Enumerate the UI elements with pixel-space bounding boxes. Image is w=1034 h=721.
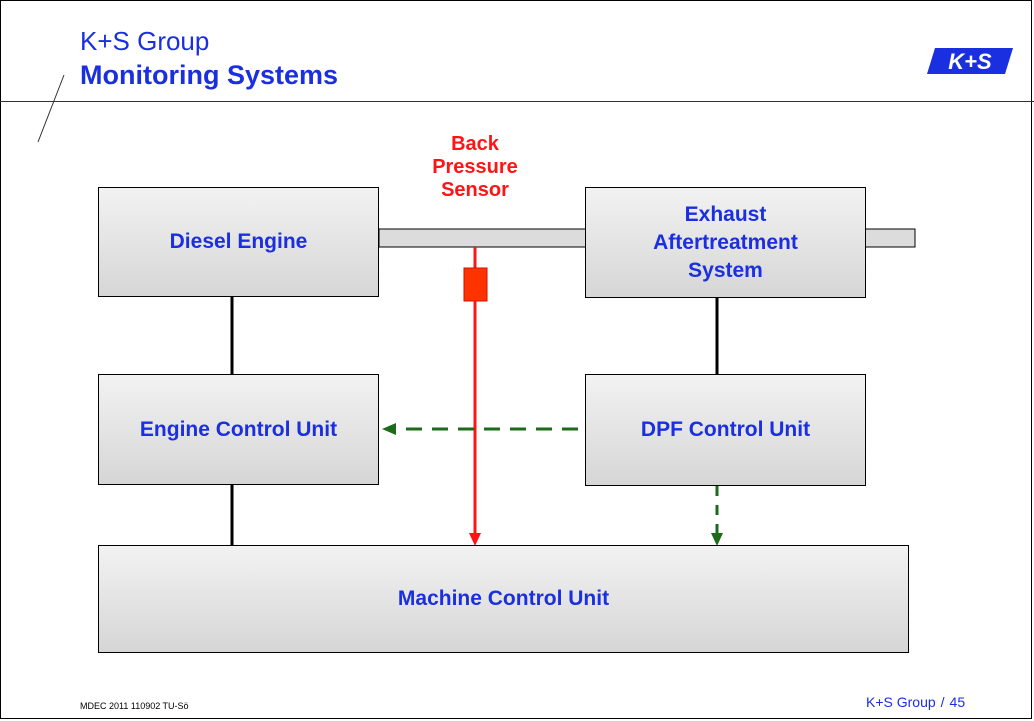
- company-heading: K+S Group: [80, 26, 210, 56]
- header-divider: [0, 101, 1034, 102]
- dpf-to-mcu-arrowhead: [711, 533, 723, 546]
- exhaust-aftertreatment-box: Exhaust Aftertreatment System: [585, 187, 866, 298]
- back-pressure-sensor: [463, 267, 488, 302]
- footer-company: K+S Group: [866, 694, 936, 710]
- svg-text:K+S: K+S: [948, 49, 992, 74]
- back-pressure-sensor-label: Back Pressure Sensor: [432, 133, 518, 201]
- exhaust-pipe-inlet: [378, 228, 587, 248]
- footer-reference: MDEC 2011 110902 TU-Sö: [80, 701, 189, 711]
- exhaust-pipe-outlet: [864, 228, 916, 248]
- ks-logo: K+S: [927, 48, 1013, 74]
- diesel-engine-box: Diesel Engine: [98, 187, 379, 297]
- slide-title: Monitoring Systems: [80, 60, 339, 90]
- machine-control-unit-box: Machine Control Unit: [98, 545, 909, 653]
- exhaust-aftertreatment-label: Exhaust Aftertreatment System: [653, 202, 798, 282]
- footer-separator: /: [940, 694, 945, 710]
- engine-control-unit-box: Engine Control Unit: [98, 374, 379, 485]
- footer-page-info: K+S Group/45: [866, 694, 965, 710]
- dpf-control-unit-box: DPF Control Unit: [585, 374, 866, 486]
- sensor-arrowhead: [469, 533, 481, 546]
- page-number: 45: [949, 694, 966, 710]
- dpf-to-ecu-arrowhead: [382, 423, 396, 435]
- decorative-slash: [37, 74, 65, 143]
